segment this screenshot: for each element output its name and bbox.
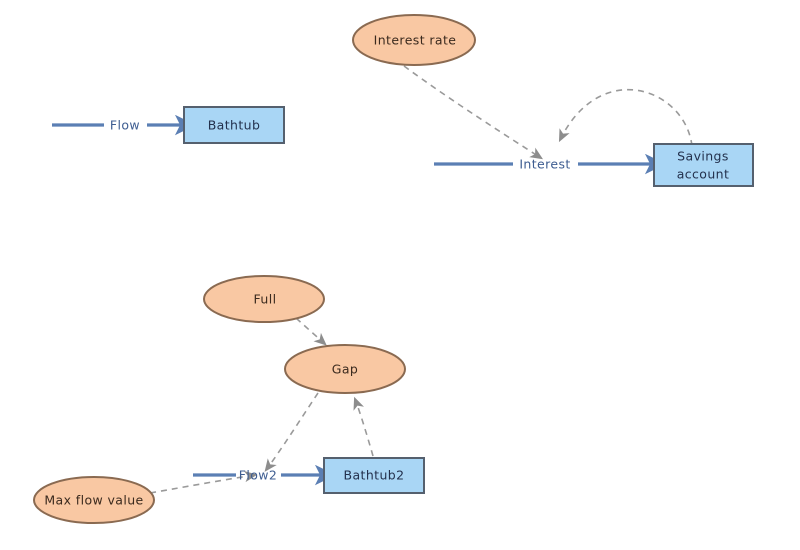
link-savings-account-to-interest[interactable] <box>558 88 693 147</box>
diagram-savings-account: Interest rate Interest Savings account <box>352 14 754 187</box>
aux-full-label: Full <box>254 292 277 307</box>
aux-gap-ellipse[interactable] <box>284 344 406 394</box>
stock-savings-account-label-line2: account <box>677 167 730 182</box>
flow-interest[interactable]: Interest <box>434 153 666 175</box>
stock-savings-account-label-line1: Savings <box>677 149 729 164</box>
aux-full-ellipse[interactable] <box>203 275 325 323</box>
stock-bathtub2-label: Bathtub2 <box>344 468 405 483</box>
stock-bathtub2[interactable]: Bathtub2 <box>323 457 425 494</box>
link-full-to-gap[interactable] <box>295 317 327 346</box>
stock-bathtub2-box[interactable] <box>323 457 425 494</box>
aux-max-flow-value-label: Max flow value <box>44 493 143 508</box>
aux-max-flow-value-ellipse[interactable] <box>33 476 155 524</box>
aux-interest-rate-label: Interest rate <box>374 33 457 48</box>
aux-max-flow-value[interactable]: Max flow value <box>33 476 155 524</box>
stock-savings-account[interactable]: Savings account <box>653 143 754 187</box>
diagram-bathtub-simple: Flow Bathtub <box>52 106 285 144</box>
link-bathtub2-to-gap[interactable] <box>353 396 374 457</box>
stock-savings-account-box[interactable] <box>653 143 754 187</box>
flow-label-interest: Interest <box>519 157 570 172</box>
flow-label-flow2: Flow2 <box>239 468 278 483</box>
flow-flow[interactable]: Flow <box>52 114 196 136</box>
aux-gap-label: Gap <box>332 362 358 377</box>
flow-flow2[interactable]: Flow2 <box>193 464 336 486</box>
stock-bathtub-box[interactable] <box>183 106 285 144</box>
link-interest-rate-to-interest[interactable] <box>403 65 544 160</box>
link-max-flow-value-to-flow2[interactable] <box>149 470 258 494</box>
stock-bathtub-label: Bathtub <box>208 118 261 133</box>
stock-bathtub[interactable]: Bathtub <box>183 106 285 144</box>
flow-label-flow: Flow <box>110 118 140 133</box>
aux-interest-rate-ellipse[interactable] <box>352 14 476 66</box>
diagram-bathtub-goal-seeking: Full Gap Max flow value Flow2 Bathtub2 <box>33 275 425 524</box>
aux-gap[interactable]: Gap <box>284 344 406 394</box>
aux-interest-rate[interactable]: Interest rate <box>352 14 476 66</box>
aux-full[interactable]: Full <box>203 275 325 323</box>
link-gap-to-flow2[interactable] <box>264 392 319 472</box>
